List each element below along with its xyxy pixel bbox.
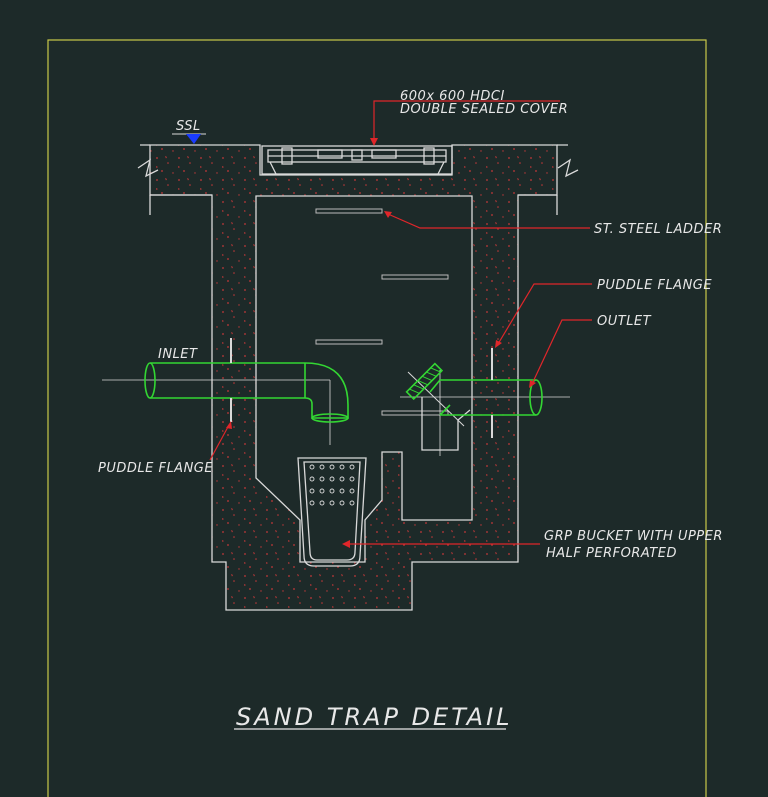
grp-bucket [297,457,367,567]
inlet-label: INLET [158,347,198,362]
puddle-flange-right-label: PUDDLE FLANGE [597,278,712,293]
hdci-cover [261,145,453,175]
steel-ladder [315,208,449,416]
outlet-pipe [429,379,543,416]
outlet-tee [405,362,471,451]
bucket-perforations [309,464,355,506]
ladder-label: ST. STEEL LADDER [594,222,722,237]
drawing-frame [47,39,707,797]
bucket-label-line2: HALF PERFORATED [546,546,677,561]
inlet-pipe [144,362,349,423]
concrete-chamber [149,144,558,611]
puddle-flange-left-label: PUDDLE FLANGE [98,461,213,476]
cover-label-line1: 600x 600 HDCI [400,89,505,104]
bucket-label-line1: GRP BUCKET WITH UPPER [544,529,723,544]
drawing-title: SAND TRAP DETAIL [236,703,513,731]
leader-lines [209,100,592,548]
ssl-label: SSL [176,119,201,134]
cover-label-line2: DOUBLE SEALED COVER [400,102,568,117]
outlet-label: OUTLET [597,314,652,329]
ssl-marker: SSL [172,119,206,144]
ground-line [137,144,579,215]
